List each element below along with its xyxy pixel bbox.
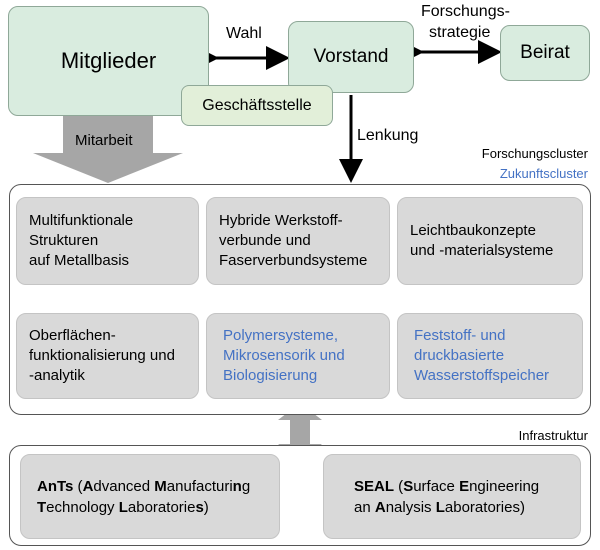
seal-box: SEAL (Surface Engineering an Analysis La… <box>323 454 581 539</box>
seal-line-1: SEAL (Surface Engineering <box>354 477 540 495</box>
ants-box: AnTs (Advanced Manufacturing Technology … <box>20 454 280 539</box>
mitarbeit-arrow <box>33 115 183 183</box>
cluster-metallbasis: Multifunktionale Strukturen auf Metallba… <box>16 197 199 285</box>
ants-line-1: AnTs (Advanced Manufacturing <box>37 477 251 495</box>
cluster-leichtbaukonzepte: Leichtbaukonzepte und -materialsysteme <box>397 197 583 285</box>
ants-line-2: Technology Laboratories) <box>37 498 209 516</box>
beirat-box: Beirat <box>500 25 590 81</box>
mitglieder-box: Mitglieder <box>8 6 209 116</box>
wahl-label: Wahl <box>226 25 262 42</box>
lenkung-label: Lenkung <box>357 127 419 144</box>
mitglieder-label: Mitglieder <box>60 48 157 73</box>
infrastruktur-label: Infrastruktur <box>518 428 588 443</box>
seal-line-2: an Analysis Laboratories) <box>354 498 525 516</box>
mitarbeit-label: Mitarbeit <box>75 132 133 149</box>
forschungscluster-legend: Forschungscluster <box>481 146 588 161</box>
vorstand-box: Vorstand <box>288 21 414 93</box>
vorstand-label: Vorstand <box>313 46 389 67</box>
forschungsstrategie-label-1: Forschungs- <box>421 3 510 20</box>
geschaeftsstelle-box: Geschäftsstelle <box>181 85 333 126</box>
cluster-polymersysteme: Polymersysteme, Mikrosensorik und Biolog… <box>206 313 390 399</box>
cluster-hybride-werkstoffverbunde: Hybride Werkstoff- verbunde und Faserver… <box>206 197 390 285</box>
zukunftscluster-legend: Zukunftscluster <box>499 166 588 181</box>
cluster-wasserstoffspeicher: Feststoff- und druckbasierte Wasserstoff… <box>397 313 583 399</box>
geschaeftsstelle-label: Geschäftsstelle <box>202 96 312 114</box>
beirat-label: Beirat <box>520 42 570 63</box>
cluster-oberflaechenfunktionalisierung: Oberflächen- funktionalisierung und -ana… <box>16 313 199 399</box>
forschungsstrategie-label-2: strategie <box>429 24 491 41</box>
